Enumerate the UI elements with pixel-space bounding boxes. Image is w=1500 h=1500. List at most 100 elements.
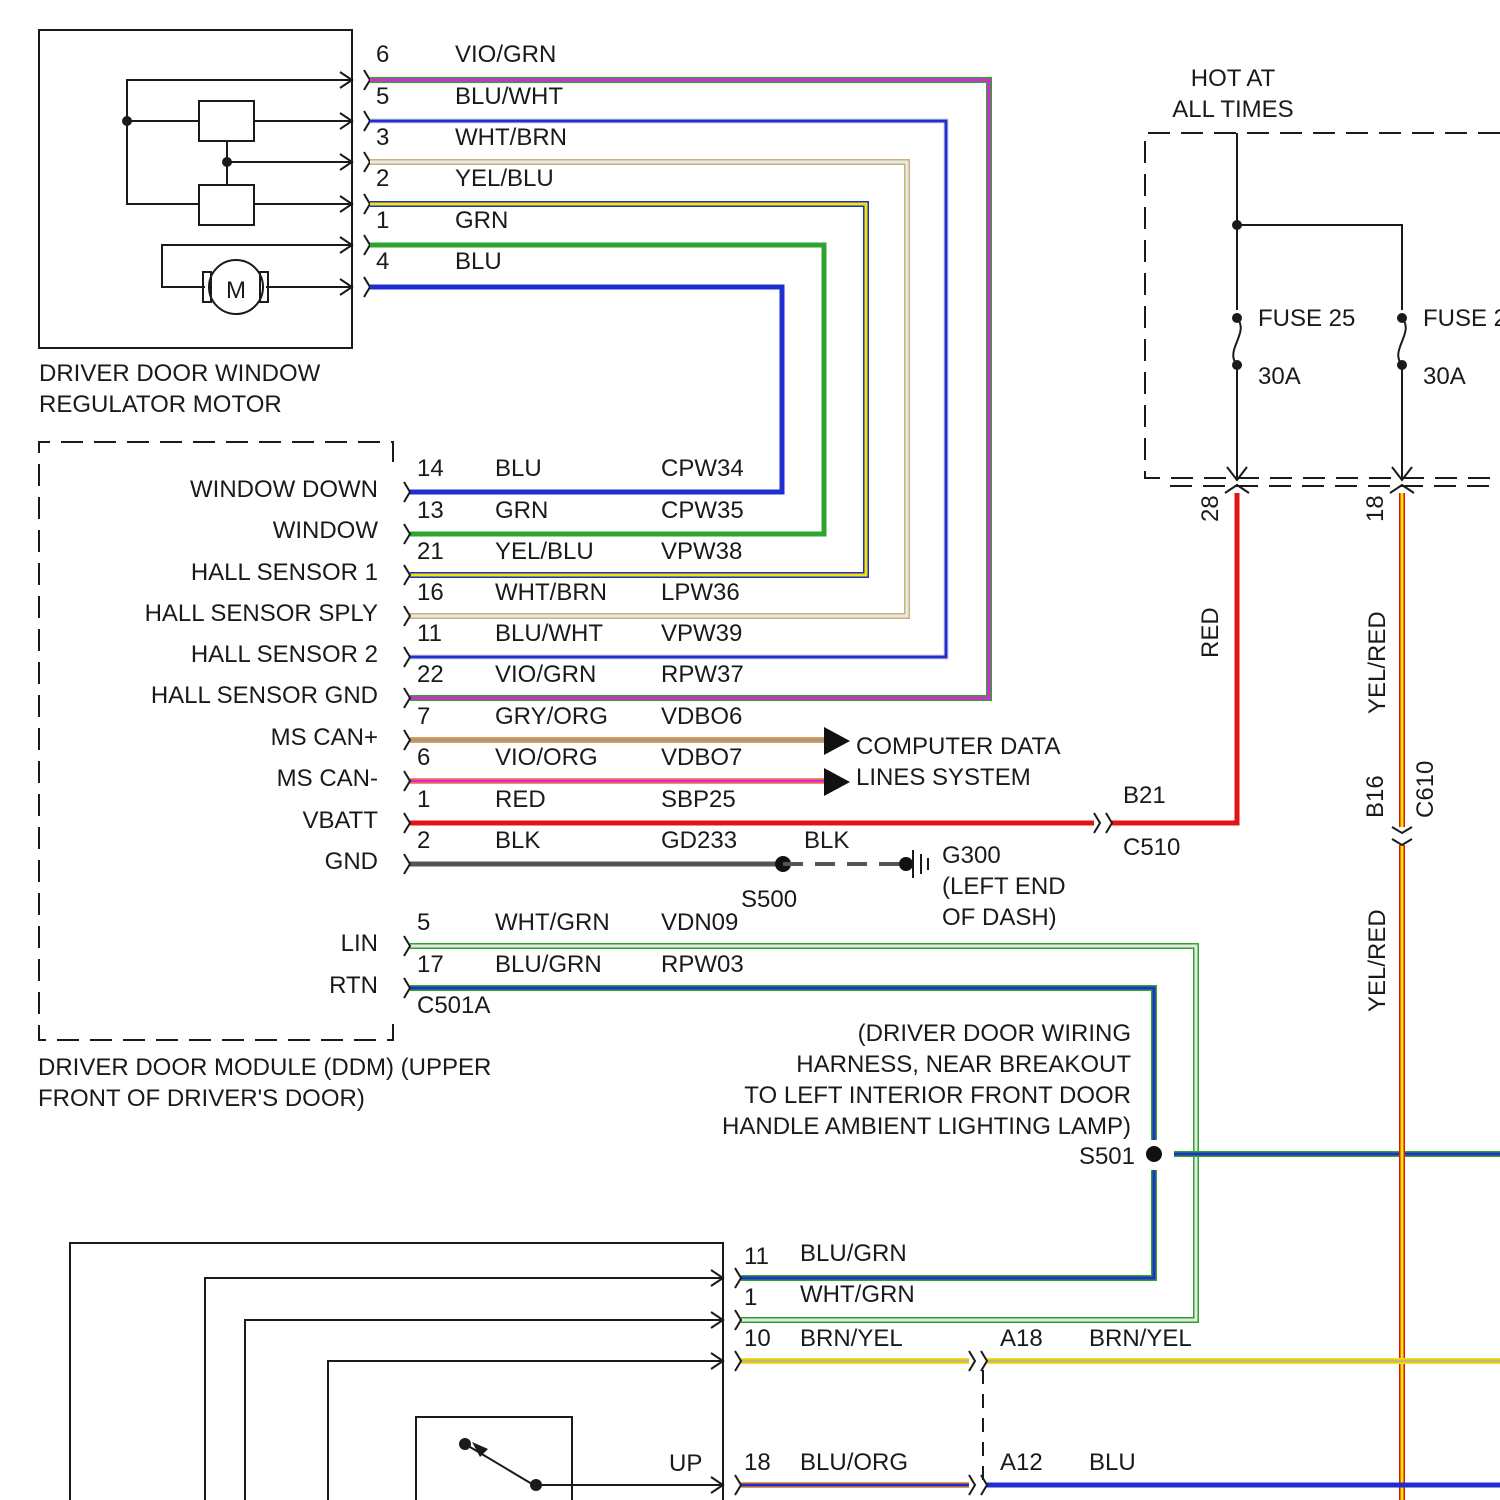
- a18-pin: A18: [1000, 1325, 1043, 1352]
- ddm-pin-circuit: SBP25: [661, 786, 736, 813]
- ddm-pin-number: 17: [417, 951, 444, 978]
- ddm-function-label: GND: [325, 848, 378, 875]
- ddm-pin-number: 1: [417, 786, 430, 813]
- motor-symbol-label: M: [226, 277, 246, 304]
- ddm-function-label: HALL SENSOR GND: [151, 682, 378, 709]
- ddm-pin-wire: VIO/GRN: [495, 661, 596, 688]
- ddm-connector-mark: [404, 771, 410, 791]
- a12-wire: BLU: [1089, 1449, 1136, 1476]
- motor-box: [39, 30, 352, 348]
- ddm-pin-number: 22: [417, 661, 444, 688]
- motor-pin-wire: BLU: [455, 248, 502, 275]
- ddm-function-label: MS CAN-: [277, 765, 378, 792]
- ddm-pin-circuit: LPW36: [661, 579, 740, 606]
- fuse-2-rating: 30A: [1423, 363, 1466, 390]
- fuse-2-icon: [1398, 318, 1406, 365]
- switch-pin-number: 11: [744, 1243, 769, 1270]
- ddm-pin-wire: YEL/BLU: [495, 538, 594, 565]
- ddm-pin-circuit: RPW03: [661, 951, 744, 978]
- ddm-connector-mark: [404, 854, 410, 874]
- motor-pin-number: 4: [376, 248, 389, 275]
- ddm-connector-mark: [404, 813, 410, 833]
- ddm-pin-number: 13: [417, 497, 444, 524]
- motor-title-line1: DRIVER DOOR WINDOW: [39, 360, 321, 387]
- switch-pin-wire: BRN/YEL: [800, 1325, 903, 1352]
- inline-connectors: B21 C510 B16 C610 YEL/RED: [1094, 761, 1439, 1012]
- motor-pin-wire: YEL/BLU: [455, 165, 554, 192]
- ddm-title-line1: DRIVER DOOR MODULE (DDM) (UPPER: [38, 1054, 491, 1081]
- ddm-pin-circuit: RPW37: [661, 661, 744, 688]
- splice-s500-label: S500: [741, 886, 797, 913]
- ground-circuit: BLK S500 G300 (LEFT END OF DASH): [741, 827, 1066, 931]
- ground-location-line2: OF DASH): [942, 904, 1057, 931]
- ddm-pin-circuit: VDBO7: [661, 744, 742, 771]
- ddm-pin-wire: WHT/BRN: [495, 579, 607, 606]
- s501-label: S501: [1079, 1143, 1135, 1170]
- ddm-connector-mark: [404, 730, 410, 750]
- ddm-pin-circuit: VPW38: [661, 538, 742, 565]
- ddm-pin-wire: GRN: [495, 497, 548, 524]
- s501-note-line3: TO LEFT INTERIOR FRONT DOOR: [744, 1082, 1131, 1109]
- computer-data-line2: LINES SYSTEM: [856, 764, 1031, 791]
- s501-note-line2: HARNESS, NEAR BREAKOUT: [796, 1051, 1131, 1078]
- ddm-pin-number: 2: [417, 827, 430, 854]
- switch-pin-number: 18: [744, 1449, 771, 1476]
- ddm-function-label: HALL SENSOR 2: [191, 641, 378, 668]
- ddm-pin-wire: GRY/ORG: [495, 703, 608, 730]
- fuse-box: HOT AT ALL TIMES FUSE 25 30A FUSE 2 30A …: [1145, 65, 1500, 714]
- fuse-25-wire-color: RED: [1197, 607, 1224, 658]
- ddm-pin-number: 6: [417, 744, 430, 771]
- c610-connector: C610: [1412, 761, 1439, 818]
- ddm-connector-mark: [404, 606, 410, 626]
- ddm-pin-number: 14: [417, 455, 444, 482]
- a18-wire: BRN/YEL: [1089, 1325, 1192, 1352]
- motor-pin-wire: BLU/WHT: [455, 83, 563, 110]
- ddm-pin-circuit: VPW39: [661, 620, 742, 647]
- data-line-arrow: [824, 727, 850, 755]
- hall-sensor-1-block: [199, 101, 254, 141]
- fuse-25-name: FUSE 25: [1258, 305, 1355, 332]
- switch-up-label: UP: [669, 1450, 702, 1477]
- fuse-2-pin: 18: [1362, 495, 1389, 522]
- motor-pin-labels: 6 VIO/GRN 5 BLU/WHT 3 WHT/BRN 2 YEL/BLU …: [376, 41, 567, 275]
- ground-wire-color: BLK: [804, 827, 849, 854]
- ddm-function-label: MS CAN+: [271, 724, 378, 751]
- motor-pin-number: 2: [376, 165, 389, 192]
- ddm-pin-number: 16: [417, 579, 444, 606]
- switch-box: [70, 1243, 723, 1500]
- ddm-pin-circuit: CPW35: [661, 497, 744, 524]
- ddm-pin-wire: RED: [495, 786, 546, 813]
- motor-pin-number: 3: [376, 124, 389, 151]
- hall-sensor-2-block: [199, 185, 254, 225]
- switch-contact-icon: [465, 1444, 532, 1484]
- ddm-pin-number: 21: [417, 538, 444, 565]
- switch-pin-wire: BLU/GRN: [800, 1240, 907, 1267]
- ddm-pin-circuit: GD233: [661, 827, 737, 854]
- ddm-connector-mark: [404, 482, 410, 502]
- ddm-pin-circuit: VDBO6: [661, 703, 742, 730]
- switch-pin-wire: BLU/ORG: [800, 1449, 908, 1476]
- ddm-pin-wire: VIO/ORG: [495, 744, 598, 771]
- ddm-pin-wire: BLU/GRN: [495, 951, 602, 978]
- a12-pin: A12: [1000, 1449, 1043, 1476]
- ddm-pin-number: 5: [417, 909, 430, 936]
- switch-element: [416, 1417, 572, 1500]
- ddm-connector-mark: [404, 565, 410, 585]
- ddm-pin-circuit: CPW34: [661, 455, 744, 482]
- motor-pin-wire: GRN: [455, 207, 508, 234]
- wire-vpw38: [370, 204, 866, 575]
- motor-pin-number: 1: [376, 207, 389, 234]
- regulator-motor: M DRIVER DOOR WINDOW REGULATOR MOTOR: [39, 30, 370, 418]
- hot-at-all-times-line1: HOT AT: [1191, 65, 1276, 92]
- ddm-function-label: RTN: [329, 972, 378, 999]
- motor-pin-wire: VIO/GRN: [455, 41, 556, 68]
- splice-s501: (DRIVER DOOR WIRING HARNESS, NEAR BREAKO…: [722, 1020, 1162, 1170]
- hot-at-all-times-line2: ALL TIMES: [1172, 96, 1293, 123]
- s501-note-line4: HANDLE AMBIENT LIGHTING LAMP): [722, 1113, 1131, 1140]
- fuse-2-name: FUSE 2: [1423, 305, 1500, 332]
- ddm-connector-mark: [404, 688, 410, 708]
- ground-g300-label: G300: [942, 842, 1001, 869]
- ddm-pin-number: 11: [417, 620, 442, 647]
